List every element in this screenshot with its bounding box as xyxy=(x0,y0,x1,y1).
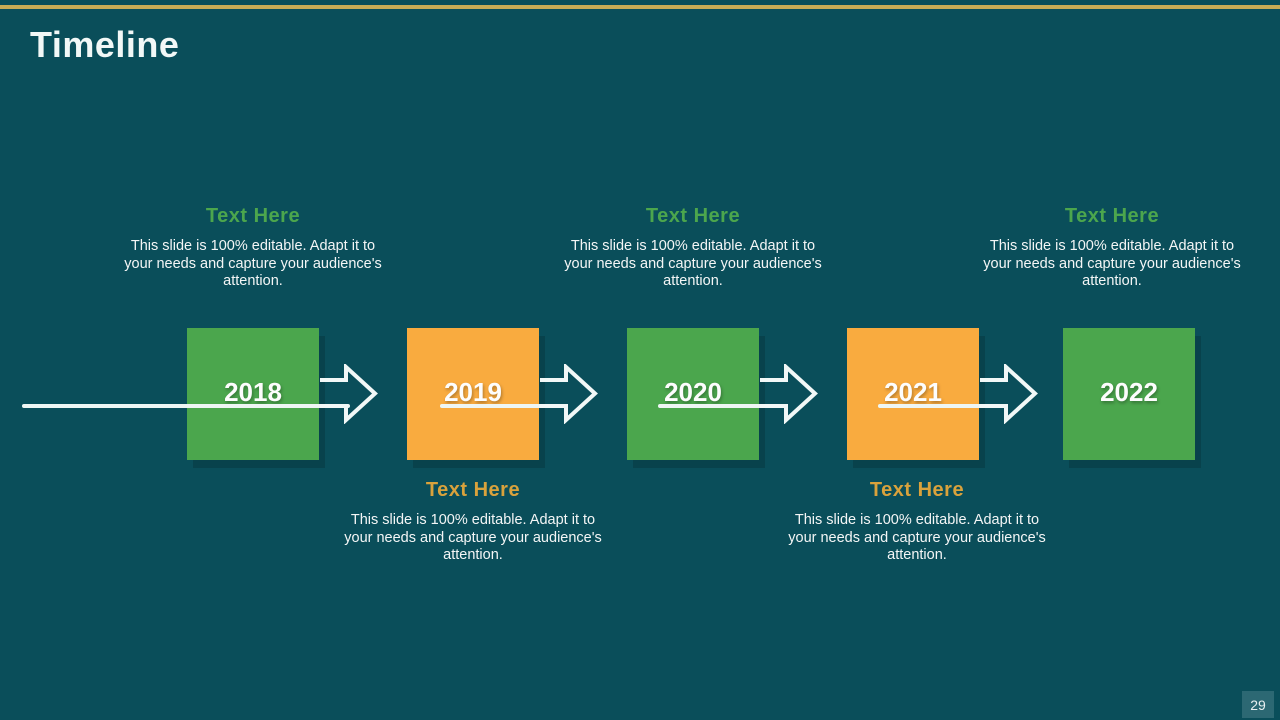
year-label: 2021 xyxy=(884,376,942,407)
note-body: This slide is 100% editable. Adapt it to… xyxy=(564,238,822,289)
note-above-2018: Text Here This slide is 100% editable. A… xyxy=(118,205,388,291)
timeline-line-segment xyxy=(658,404,786,408)
note-body: This slide is 100% editable. Adapt it to… xyxy=(124,238,382,289)
year-label: 2018 xyxy=(224,376,282,407)
note-heading: Text Here xyxy=(869,479,965,501)
year-label: 2019 xyxy=(444,376,502,407)
year-box-2020: 2020 xyxy=(627,328,759,460)
timeline-line-segment xyxy=(440,404,567,408)
page-number-badge: 29 xyxy=(1242,691,1274,718)
year-box-2018: 2018 xyxy=(187,328,319,460)
note-heading: Text Here xyxy=(425,479,521,501)
year-label: 2022 xyxy=(1100,376,1158,407)
note-body: This slide is 100% editable. Adapt it to… xyxy=(788,512,1046,563)
note-heading: Text Here xyxy=(1064,205,1160,227)
timeline-line-segment xyxy=(22,404,350,408)
right-arrow-icon xyxy=(320,364,378,424)
note-heading: Text Here xyxy=(645,205,741,227)
right-arrow-icon xyxy=(540,364,598,424)
timeline-line-segment xyxy=(878,404,1006,408)
note-body: This slide is 100% editable. Adapt it to… xyxy=(344,512,602,563)
note-above-2022: Text Here This slide is 100% editable. A… xyxy=(977,205,1247,291)
note-heading: Text Here xyxy=(205,205,301,227)
note-below-2019: Text Here This slide is 100% editable. A… xyxy=(338,479,608,565)
page-number: 29 xyxy=(1250,696,1266,713)
top-accent-rule xyxy=(0,5,1280,9)
right-arrow-icon xyxy=(980,364,1038,424)
year-box-2019: 2019 xyxy=(407,328,539,460)
right-arrow-icon xyxy=(760,364,818,424)
page-title: Timeline xyxy=(30,24,180,65)
year-box-2021: 2021 xyxy=(847,328,979,460)
note-above-2020: Text Here This slide is 100% editable. A… xyxy=(558,205,828,291)
year-label: 2020 xyxy=(664,376,722,407)
note-body: This slide is 100% editable. Adapt it to… xyxy=(983,238,1241,289)
note-below-2021: Text Here This slide is 100% editable. A… xyxy=(782,479,1052,565)
year-box-2022: 2022 xyxy=(1063,328,1195,460)
